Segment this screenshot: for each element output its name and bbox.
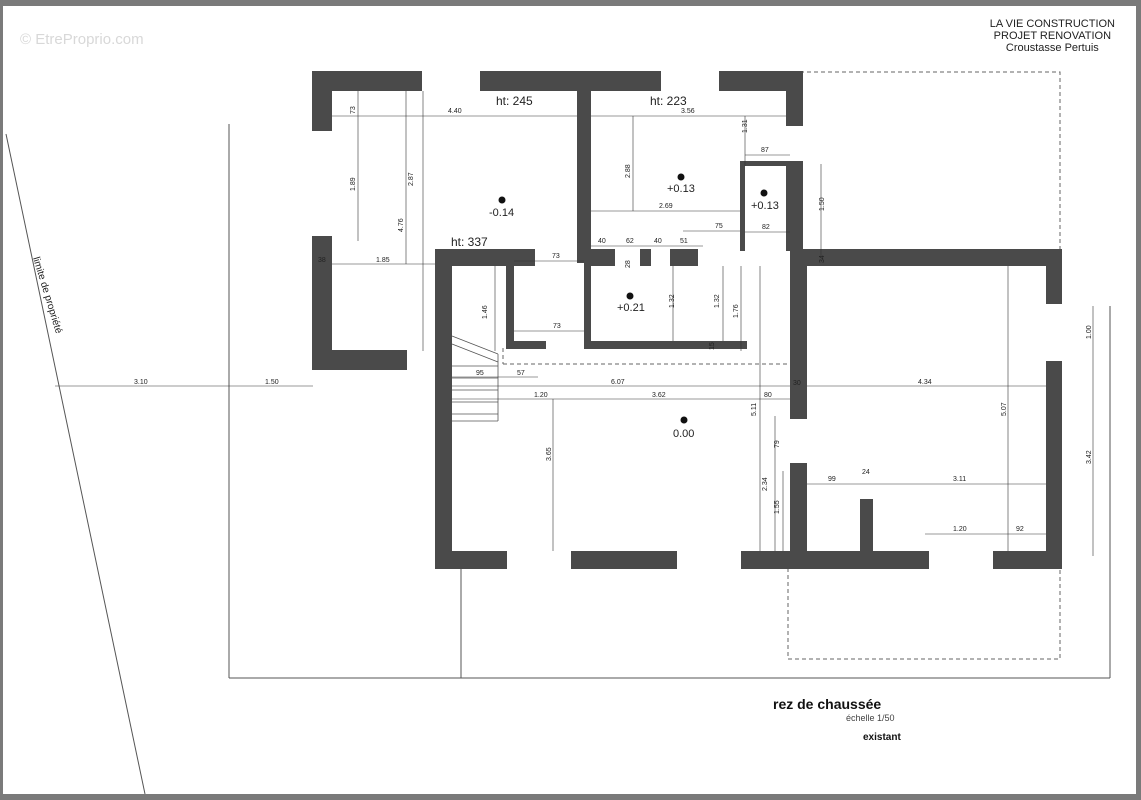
staircase (451, 335, 499, 422)
dimension-label: 15 (709, 342, 716, 350)
dimension-label: 99 (828, 476, 836, 483)
dimension-label: 4.34 (918, 379, 932, 386)
dimension-label: 38 (318, 257, 326, 264)
level-dot (626, 292, 634, 300)
dashed-outline (502, 71, 1061, 660)
dimension-label: 3.42 (1086, 450, 1093, 464)
dimension-label: 3.11 (953, 476, 966, 483)
dimension-label: 2.69 (659, 203, 673, 210)
dimension-label: 1.76 (733, 304, 740, 318)
dimension-label: 40 (654, 238, 662, 245)
dimension-label: 1.50 (265, 379, 279, 386)
dimension-label: 34 (819, 255, 826, 263)
walls (312, 71, 1062, 569)
plan-state: existant (863, 732, 901, 743)
dimension-label: 79 (774, 440, 781, 448)
dimension-label: 24 (862, 469, 870, 476)
project-name: PROJET RENOVATION (993, 30, 1112, 42)
floor-level-label: +0.13 (751, 200, 779, 212)
site-lines (5, 124, 1111, 794)
dimension-label: 1.20 (953, 526, 967, 533)
dimension-label: 1.85 (376, 257, 390, 264)
dimension-label: 28 (625, 260, 632, 268)
level-dot (760, 189, 768, 197)
dimension-label: 3.10 (134, 379, 148, 386)
dimension-label: 3.62 (652, 392, 666, 399)
dimension-label: 73 (350, 106, 357, 114)
plan-title: rez de chaussée (773, 696, 882, 712)
title-block: LA VIE CONSTRUCTION PROJET RENOVATION Cr… (990, 18, 1115, 54)
dimension-label: 3.65 (546, 447, 553, 461)
watermark: © EtreProprio.com (20, 31, 144, 48)
dimension-label: 95 (476, 370, 484, 377)
floor-level-label: 0.00 (673, 428, 694, 440)
dimension-label: 30 (793, 380, 801, 387)
dimension-label: 3.56 (681, 108, 695, 115)
dimension-label: 2.88 (625, 164, 632, 178)
dimension-label: 5.07 (1001, 402, 1008, 416)
dimension-label: 73 (553, 323, 561, 330)
dimension-label: 1.50 (819, 197, 826, 211)
dimension-label: 80 (764, 392, 772, 399)
dimension-label: 62 (626, 238, 634, 245)
floor-level-label: +0.13 (667, 183, 695, 195)
dimension-label: 1.46 (482, 305, 489, 319)
level-dot (680, 416, 688, 424)
level-dot (498, 196, 506, 204)
floor-level-label: +0.21 (617, 302, 645, 314)
dimension-label: 51 (680, 238, 688, 245)
dimension-label: 92 (1016, 526, 1024, 533)
room-height-label: ht: 223 (650, 94, 687, 108)
company-name: LA VIE CONSTRUCTION (989, 18, 1115, 30)
room-height-label: ht: 337 (451, 235, 488, 249)
property-limit-label: limite de propriété (30, 256, 64, 336)
dimension-label: 1.31 (742, 119, 749, 133)
dimension-label: 1.00 (1086, 325, 1093, 339)
project-location: Croustasse Pertuis (1005, 42, 1099, 54)
dimension-label: 75 (715, 223, 723, 230)
dimension-label: 1.32 (714, 294, 721, 308)
dimension-label: 4.40 (448, 108, 462, 115)
dimension-label: 1.32 (669, 294, 676, 308)
floor-plan: limite de propriété (5, 71, 1111, 794)
room-height-label: ht: 245 (496, 94, 533, 108)
dimension-label: 4.76 (398, 218, 405, 232)
level-dot (677, 173, 685, 181)
dimension-label: 2.87 (408, 172, 415, 186)
dimension-label: 6.07 (611, 379, 625, 386)
dimension-label: 73 (552, 253, 560, 260)
dimension-label: 40 (598, 238, 606, 245)
dimension-label: 57 (517, 370, 525, 377)
level-markers (498, 173, 768, 424)
dimension-labels: 4.40 3.56 73 1.89 2.87 4.76 1.31 87 2.88… (134, 106, 1093, 533)
dimension-label: 2.34 (762, 477, 769, 491)
dimension-label: 87 (761, 147, 769, 154)
dimension-label: 1.55 (774, 500, 781, 514)
floor-level-label: -0.14 (489, 207, 514, 219)
dimension-lines (55, 91, 1094, 556)
dimension-label: 1.20 (534, 392, 548, 399)
dimension-label: 1.89 (350, 177, 357, 191)
dimension-label: 82 (762, 224, 770, 231)
dimension-label: 5.11 (751, 403, 758, 416)
plan-scale: échelle 1/50 (846, 713, 895, 723)
drawing-sheet: © EtreProprio.com LA VIE CONSTRUCTION PR… (3, 6, 1136, 794)
